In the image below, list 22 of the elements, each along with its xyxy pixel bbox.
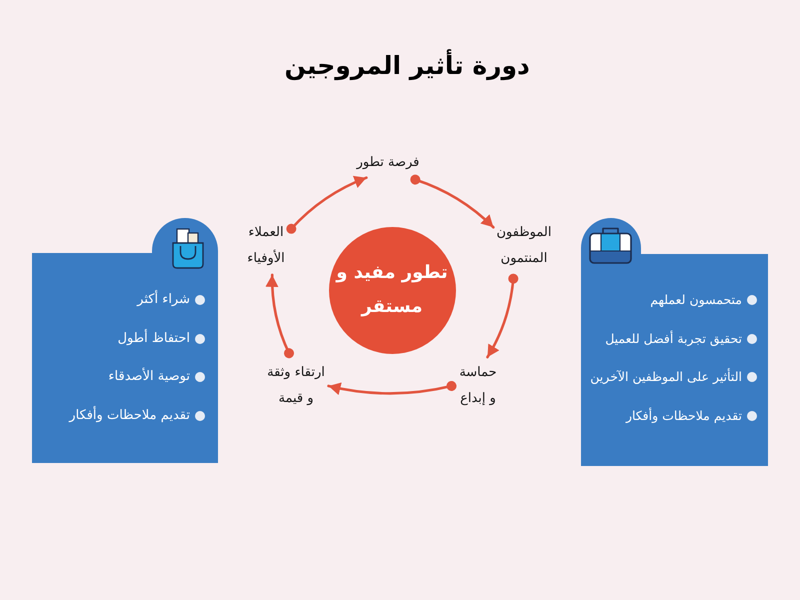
list-item: التأثير على الموظفين الآخرين [590,368,742,386]
arrow [286,176,368,234]
list-item: احتفاظ أطول [118,330,190,348]
center-circle: تطور مفيد و مستقر [328,226,456,354]
arrow [266,274,294,358]
step-label: فرصة تطور [356,150,420,176]
list-item: تقديم ملاحظات وأفكار [69,406,190,424]
step-label: الموظفون المنتمون [496,220,552,272]
list-item: توصية الأصدقاء [108,368,190,386]
list-item: تحقيق تجربة أفضل للعميل [605,330,742,348]
step-label: حماسة و إبداع [458,360,498,412]
arrow [486,274,518,358]
step-label: العملاء الأوفياء [246,220,286,272]
list-item: شراء أكثر [137,291,190,309]
panel [32,218,218,463]
arrow [410,174,495,229]
step-label: ارتقاء وثقة و قيمة [266,360,326,412]
list-item: متحمسون لعملهم [650,291,742,309]
arrow [327,381,456,395]
panel [581,218,768,466]
list-item: تقديم ملاحظات وأفكار [626,406,742,424]
title: دورة تأثير المروجين [284,50,530,82]
